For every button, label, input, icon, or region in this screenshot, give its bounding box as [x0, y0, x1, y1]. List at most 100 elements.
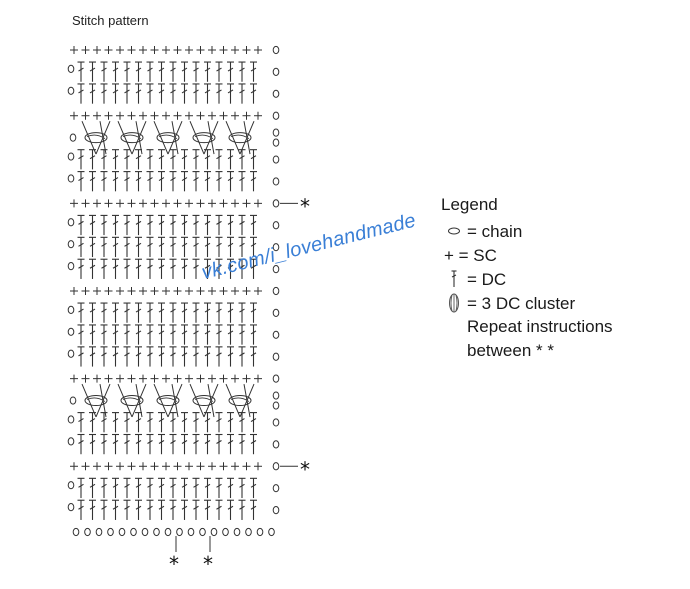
- dc-stitch: [169, 171, 177, 192]
- dc-stitch: [77, 171, 85, 192]
- legend-item-cluster: = 3 DC cluster: [441, 291, 613, 315]
- dc-stitch: [215, 214, 223, 236]
- dc-stitch: [238, 477, 246, 499]
- turning-chain: [67, 327, 75, 336]
- sc-stitch: [104, 287, 113, 295]
- dc-stitch: [215, 324, 223, 345]
- dc-stitch: [89, 302, 96, 323]
- dc-stitch: [227, 477, 234, 499]
- dc-stitch: [100, 236, 108, 258]
- sc-stitch: [116, 199, 124, 208]
- sc-stitch: [173, 199, 182, 208]
- turning-chain: [272, 45, 280, 55]
- dc-stitch: [158, 477, 165, 499]
- dc-stitch: [250, 412, 257, 433]
- dc-stitch: [146, 171, 154, 192]
- dc-stitch: [146, 214, 154, 236]
- dc-stitch: [215, 499, 223, 520]
- sc-stitch: [150, 111, 159, 120]
- dc-stitch: [112, 61, 119, 82]
- legend-item-label: + = SC: [444, 245, 497, 265]
- dc-stitch: [89, 324, 96, 345]
- dc-stitch: [169, 302, 177, 323]
- dc-stitch: [123, 302, 131, 323]
- dc-stitch: [215, 236, 223, 258]
- sc-stitch: [196, 199, 205, 208]
- sc-stitch: [127, 462, 136, 471]
- repeat-marker: *: [169, 552, 179, 576]
- dc-stitch: [77, 302, 85, 323]
- sc-stitch: [70, 199, 78, 208]
- sc-stitch: [185, 199, 193, 208]
- dc-stitch: [100, 61, 108, 82]
- dc-stitch: [123, 61, 131, 82]
- turning-chain: [67, 152, 75, 161]
- dc-stitch: [181, 324, 188, 345]
- dc-stitch: [250, 258, 257, 279]
- sc-stitch: [127, 287, 136, 295]
- dc-stitch: [77, 412, 85, 433]
- sc-stitch: [139, 46, 147, 54]
- turning-chain: [67, 240, 75, 249]
- sc-stitch: [196, 111, 205, 120]
- sc-stitch: [81, 287, 90, 295]
- turning-chain: [272, 221, 280, 230]
- dc-stitch: [135, 324, 142, 345]
- foundation-chain: [199, 527, 206, 537]
- dc-stitch: [204, 412, 211, 433]
- sc-stitch: [116, 46, 124, 54]
- sc-stitch: [219, 374, 228, 383]
- sc-stitch: [219, 462, 228, 471]
- sc-stitch: [208, 199, 216, 208]
- dc-stitch: [135, 412, 142, 433]
- dc-stitch: [123, 258, 131, 279]
- turning-chain: [272, 138, 280, 147]
- dc-stitch: [112, 302, 119, 323]
- sc-stitch: [242, 46, 251, 54]
- dc-stitch: [158, 83, 165, 104]
- dc-stitch: [227, 499, 234, 520]
- dc-stitch: [181, 499, 188, 520]
- dc-stitch: [100, 83, 108, 104]
- turning-chain: [272, 418, 280, 427]
- dc-stitch: [135, 302, 142, 323]
- dc-stitch: [123, 499, 131, 520]
- sc-stitch: [127, 374, 136, 383]
- dc-stitch: [192, 346, 200, 367]
- dc-stitch: [112, 258, 119, 279]
- dc-stitch: [135, 236, 142, 258]
- turning-chain: [67, 261, 75, 271]
- dc-stitch: [192, 412, 200, 433]
- dc-stitch: [123, 83, 131, 104]
- sc-stitch: [150, 287, 159, 295]
- sc-stitch: [81, 199, 90, 208]
- sc-stitch: [162, 374, 170, 383]
- sc-stitch: [139, 111, 147, 120]
- dc-stitch: [169, 324, 177, 345]
- cluster-dc-legs: [81, 121, 111, 155]
- dc-stitch: [192, 83, 200, 104]
- sc-stitch: [70, 462, 78, 471]
- dc-stitch: [227, 171, 234, 192]
- dc-stitch: [169, 149, 177, 170]
- dc-stitch: [215, 149, 223, 170]
- dc-stitch: [238, 258, 246, 279]
- dc-stitch: [77, 214, 85, 236]
- dc-stitch: [112, 171, 119, 192]
- sc-stitch: [70, 46, 78, 54]
- dc-stitch: [135, 499, 142, 520]
- dc-stitch: [181, 302, 188, 323]
- dc-stitch: [89, 433, 96, 455]
- dc-stitch: [250, 433, 257, 455]
- dc-stitch: [77, 499, 85, 520]
- cluster-stitch: [228, 132, 252, 144]
- dc-stitch: [169, 214, 177, 236]
- foundation-chain: [233, 527, 241, 537]
- dc-stitch: [238, 171, 246, 192]
- dc-stitch: [227, 214, 234, 236]
- dc-stitch: [100, 302, 108, 323]
- dc-stitch: [227, 258, 234, 279]
- dc-stitch: [169, 477, 177, 499]
- dc-stitch: [192, 61, 200, 82]
- sc-stitch: [254, 374, 262, 383]
